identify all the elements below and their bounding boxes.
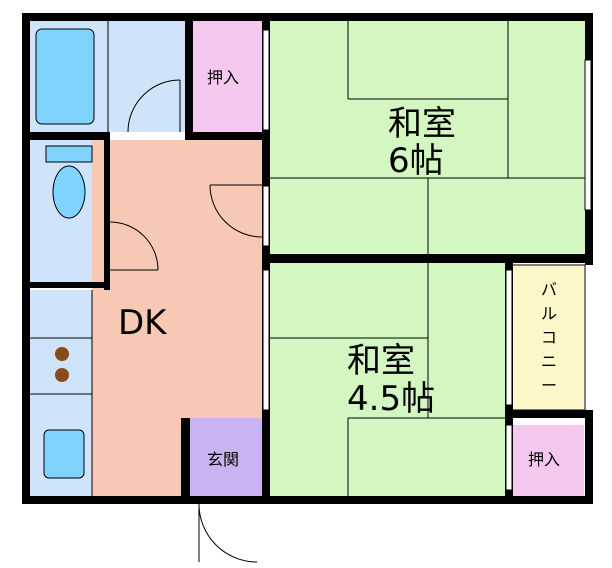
toilet-bowl [52,165,86,219]
washitsu-45-size: 4.5帖 [347,379,436,419]
kitchen-sink [43,429,85,479]
tatami-lines-6 [270,20,585,255]
washitsu-45-fill [270,262,508,496]
genkan-label: 玄関 [207,450,240,469]
washitsu-45-name: 和室 [347,341,415,381]
tatami-lines-45 [270,262,508,496]
dk-fill-upper [110,140,264,290]
genkan-fill [189,418,263,496]
stove-burner-1 [55,347,69,361]
balcony-fill [512,265,584,410]
toilet-tank [45,145,93,163]
oshiire-top-label: 押入 [207,68,240,87]
oshiire-top-fill [192,20,262,133]
oshiire-bottom-fill [512,425,584,496]
stove-burner-2 [55,368,69,382]
window-marks [262,29,592,491]
oshiire-bottom-label: 押入 [528,450,561,469]
washitsu-6-name: 和室 [388,104,456,144]
balcony-label: バルコニー [540,280,557,395]
washitsu-6-size: 6帖 [388,141,444,181]
bathtub [35,28,95,125]
dk-label: DK [118,303,167,343]
door-swings [109,79,263,563]
